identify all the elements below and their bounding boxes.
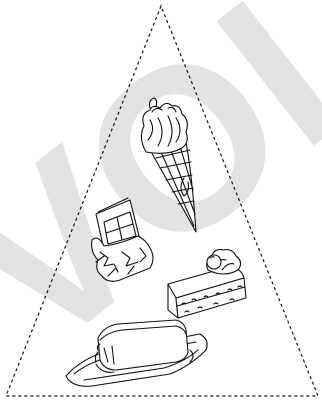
pyramid-figure: VOI — [0, 0, 322, 408]
